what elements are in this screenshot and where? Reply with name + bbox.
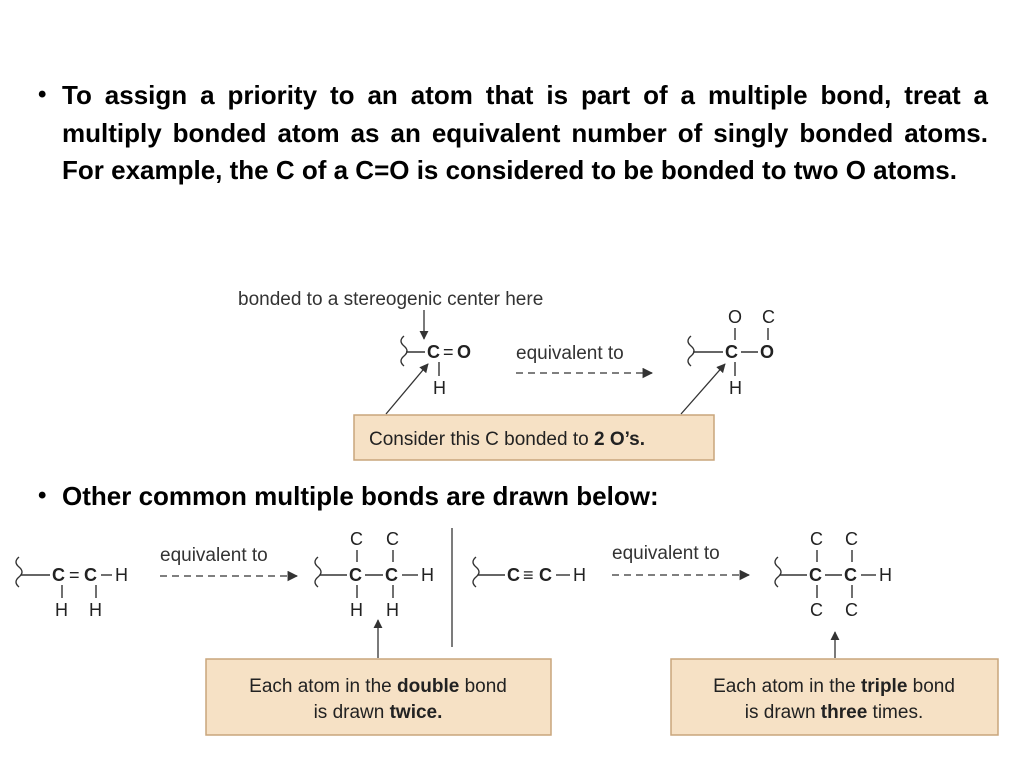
wavy-bond-icon (687, 335, 695, 367)
bond-double: = (443, 342, 454, 362)
bond-double: = (69, 565, 80, 585)
atom-carbon: C (845, 529, 858, 549)
equivalent-label: equivalent to (516, 343, 624, 364)
atom-hydrogen: H (386, 600, 399, 620)
bullet-text: To assign a priority to an atom that is … (62, 80, 988, 185)
atom-carbon: C (539, 565, 552, 585)
callout-text-line1: Each atom in the triple bond (713, 676, 955, 697)
callout-text-line1: Each atom in the double bond (249, 676, 507, 697)
double-bond-diagram: C = C H H H equivalent to C C C C H H H … (15, 529, 552, 736)
pointer-arrow-right (680, 363, 726, 415)
bond-triple: ≡ (523, 565, 534, 585)
atom-carbon: C (810, 529, 823, 549)
atom-hydrogen: H (55, 600, 68, 620)
equivalent-label: equivalent to (612, 543, 720, 564)
atom-carbon: C (810, 600, 823, 620)
wavy-bond-icon (774, 556, 782, 588)
atom-hydrogen: H (350, 600, 363, 620)
atom-carbon: C (845, 600, 858, 620)
callout-box (353, 414, 715, 461)
pointer-arrow-left (385, 363, 429, 415)
atom-carbon: C (844, 565, 857, 585)
atom-carbon: C (762, 307, 775, 327)
atom-hydrogen: H (421, 565, 434, 585)
atom-hydrogen: H (573, 565, 586, 585)
atom-carbon: C (725, 342, 738, 362)
atom-carbon: C (349, 565, 362, 585)
atom-carbon: C (427, 342, 440, 362)
atom-oxygen: O (728, 307, 742, 327)
bullet-other-bonds: • Other common multiple bonds are drawn … (38, 478, 988, 514)
atom-hydrogen: H (433, 378, 446, 398)
atom-carbon: C (809, 565, 822, 585)
expanded-carbonyl-molecule: O C C O H (687, 307, 775, 398)
atom-carbon: C (350, 529, 363, 549)
carbonyl-molecule: C = O H (400, 335, 471, 398)
bullet-text: Other common multiple bonds are drawn be… (62, 481, 659, 511)
bullet-priority-rule: • To assign a priority to an atom that i… (38, 77, 988, 190)
atom-carbon: C (507, 565, 520, 585)
callout-box (205, 658, 552, 736)
callout-text: Consider this C bonded to 2 O’s. (369, 429, 645, 450)
bullet-dot: • (38, 482, 47, 509)
top-diagram: bonded to a stereogenic center here C = … (238, 289, 775, 461)
callout-text-line2: is drawn three times. (745, 702, 923, 723)
wavy-bond-icon (15, 556, 23, 588)
atom-hydrogen: H (729, 378, 742, 398)
atom-carbon: C (84, 565, 97, 585)
wavy-bond-icon (472, 556, 480, 588)
stereogenic-caption: bonded to a stereogenic center here (238, 289, 543, 310)
wavy-bond-icon (400, 335, 408, 367)
callout-box (670, 658, 999, 736)
atom-carbon: C (52, 565, 65, 585)
atom-hydrogen: H (89, 600, 102, 620)
equivalent-label: equivalent to (160, 545, 268, 566)
triple-bond-diagram: C ≡ C H equivalent to C C C C H C C Each… (472, 529, 999, 736)
atom-hydrogen: H (879, 565, 892, 585)
callout-text-line2: is drawn twice. (314, 702, 443, 723)
atom-carbon: C (385, 565, 398, 585)
wavy-bond-icon (314, 556, 322, 588)
atom-carbon: C (386, 529, 399, 549)
atom-hydrogen: H (115, 565, 128, 585)
atom-oxygen: O (760, 342, 774, 362)
bullet-dot: • (38, 81, 47, 108)
atom-oxygen: O (457, 342, 471, 362)
